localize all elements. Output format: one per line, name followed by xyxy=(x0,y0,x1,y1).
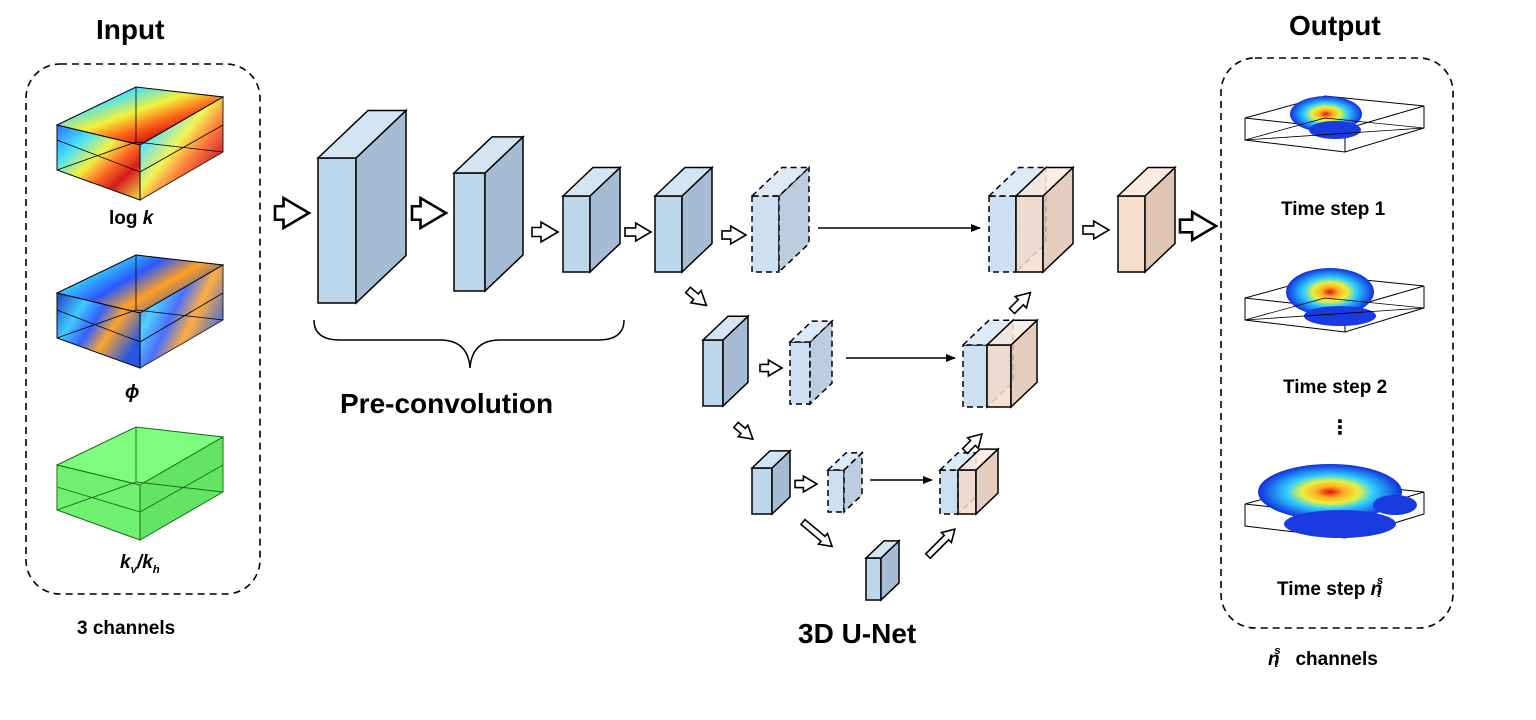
preconv-label: Pre-convolution xyxy=(340,388,554,419)
logk-label: log k xyxy=(109,208,154,229)
output-volume-step1 xyxy=(1244,95,1425,153)
flow-arrow-preconv-to-unet xyxy=(624,221,653,243)
preconv-block-1 xyxy=(316,108,408,305)
flow-arrow-decoder-to-output xyxy=(1082,219,1111,241)
output-panel-border xyxy=(1220,57,1454,629)
flow-arrow-encoder-1-skip xyxy=(721,224,748,246)
unet-decoder-block-3 xyxy=(956,447,1000,516)
flow-arrow-down-1 xyxy=(684,286,708,307)
time-step-1-label: Time step 1 xyxy=(1281,199,1386,220)
flow-arrow-up-2 xyxy=(1008,291,1032,315)
unet-encoder-block-3 xyxy=(750,449,792,516)
input-volume-logk xyxy=(55,86,225,201)
unet-label: 3D U-Net xyxy=(798,618,917,649)
input-panel-border xyxy=(25,63,261,595)
phi-label: ϕ xyxy=(125,382,140,403)
output-conv-block xyxy=(1116,165,1177,274)
output-title: Output xyxy=(1289,10,1381,41)
unet-decoder-block-2 xyxy=(985,318,1039,409)
flow-arrow-preconv-2-3 xyxy=(531,220,560,244)
flow-arrow-to-output-panel xyxy=(1178,209,1219,243)
flow-arrow-preconv-1-2 xyxy=(410,195,449,231)
input-volume-phi xyxy=(55,254,225,369)
input-volume-kv-kh xyxy=(55,426,225,541)
input-title: Input xyxy=(96,14,165,45)
ellipsis-vertical: ⋮ xyxy=(1330,417,1350,439)
input-channels-label: 3 channels xyxy=(77,618,176,639)
time-step-2-label: Time step 2 xyxy=(1283,377,1388,398)
output-volume-step2 xyxy=(1244,268,1425,333)
flow-arrow-input-to-preconv xyxy=(273,195,312,231)
output-volume-stepn xyxy=(1244,464,1425,539)
unet-bottleneck-block xyxy=(864,539,901,602)
unet-decoder-block-1 xyxy=(1014,165,1075,274)
preconv-block-2 xyxy=(452,135,525,293)
flow-arrow-up-bottleneck xyxy=(924,528,956,560)
unet-encoder-block-2 xyxy=(701,314,750,408)
unet-skip-copy-1 xyxy=(750,165,811,274)
unet-skip-copy-2 xyxy=(788,319,834,406)
preconv-brace xyxy=(313,319,625,369)
unet-skip-copy-3 xyxy=(826,451,864,514)
flow-arrow-encoder-3-skip xyxy=(794,474,819,494)
kv-kh-label: kv/kh xyxy=(120,552,160,576)
unet-encoder-block-1 xyxy=(653,165,714,274)
flow-arrow-down-3 xyxy=(799,518,834,548)
flow-arrow-down-2 xyxy=(732,421,755,441)
flow-arrow-encoder-2-skip xyxy=(759,358,784,378)
flow-arrow-up-3 xyxy=(961,432,984,455)
preconv-block-3 xyxy=(561,165,622,274)
